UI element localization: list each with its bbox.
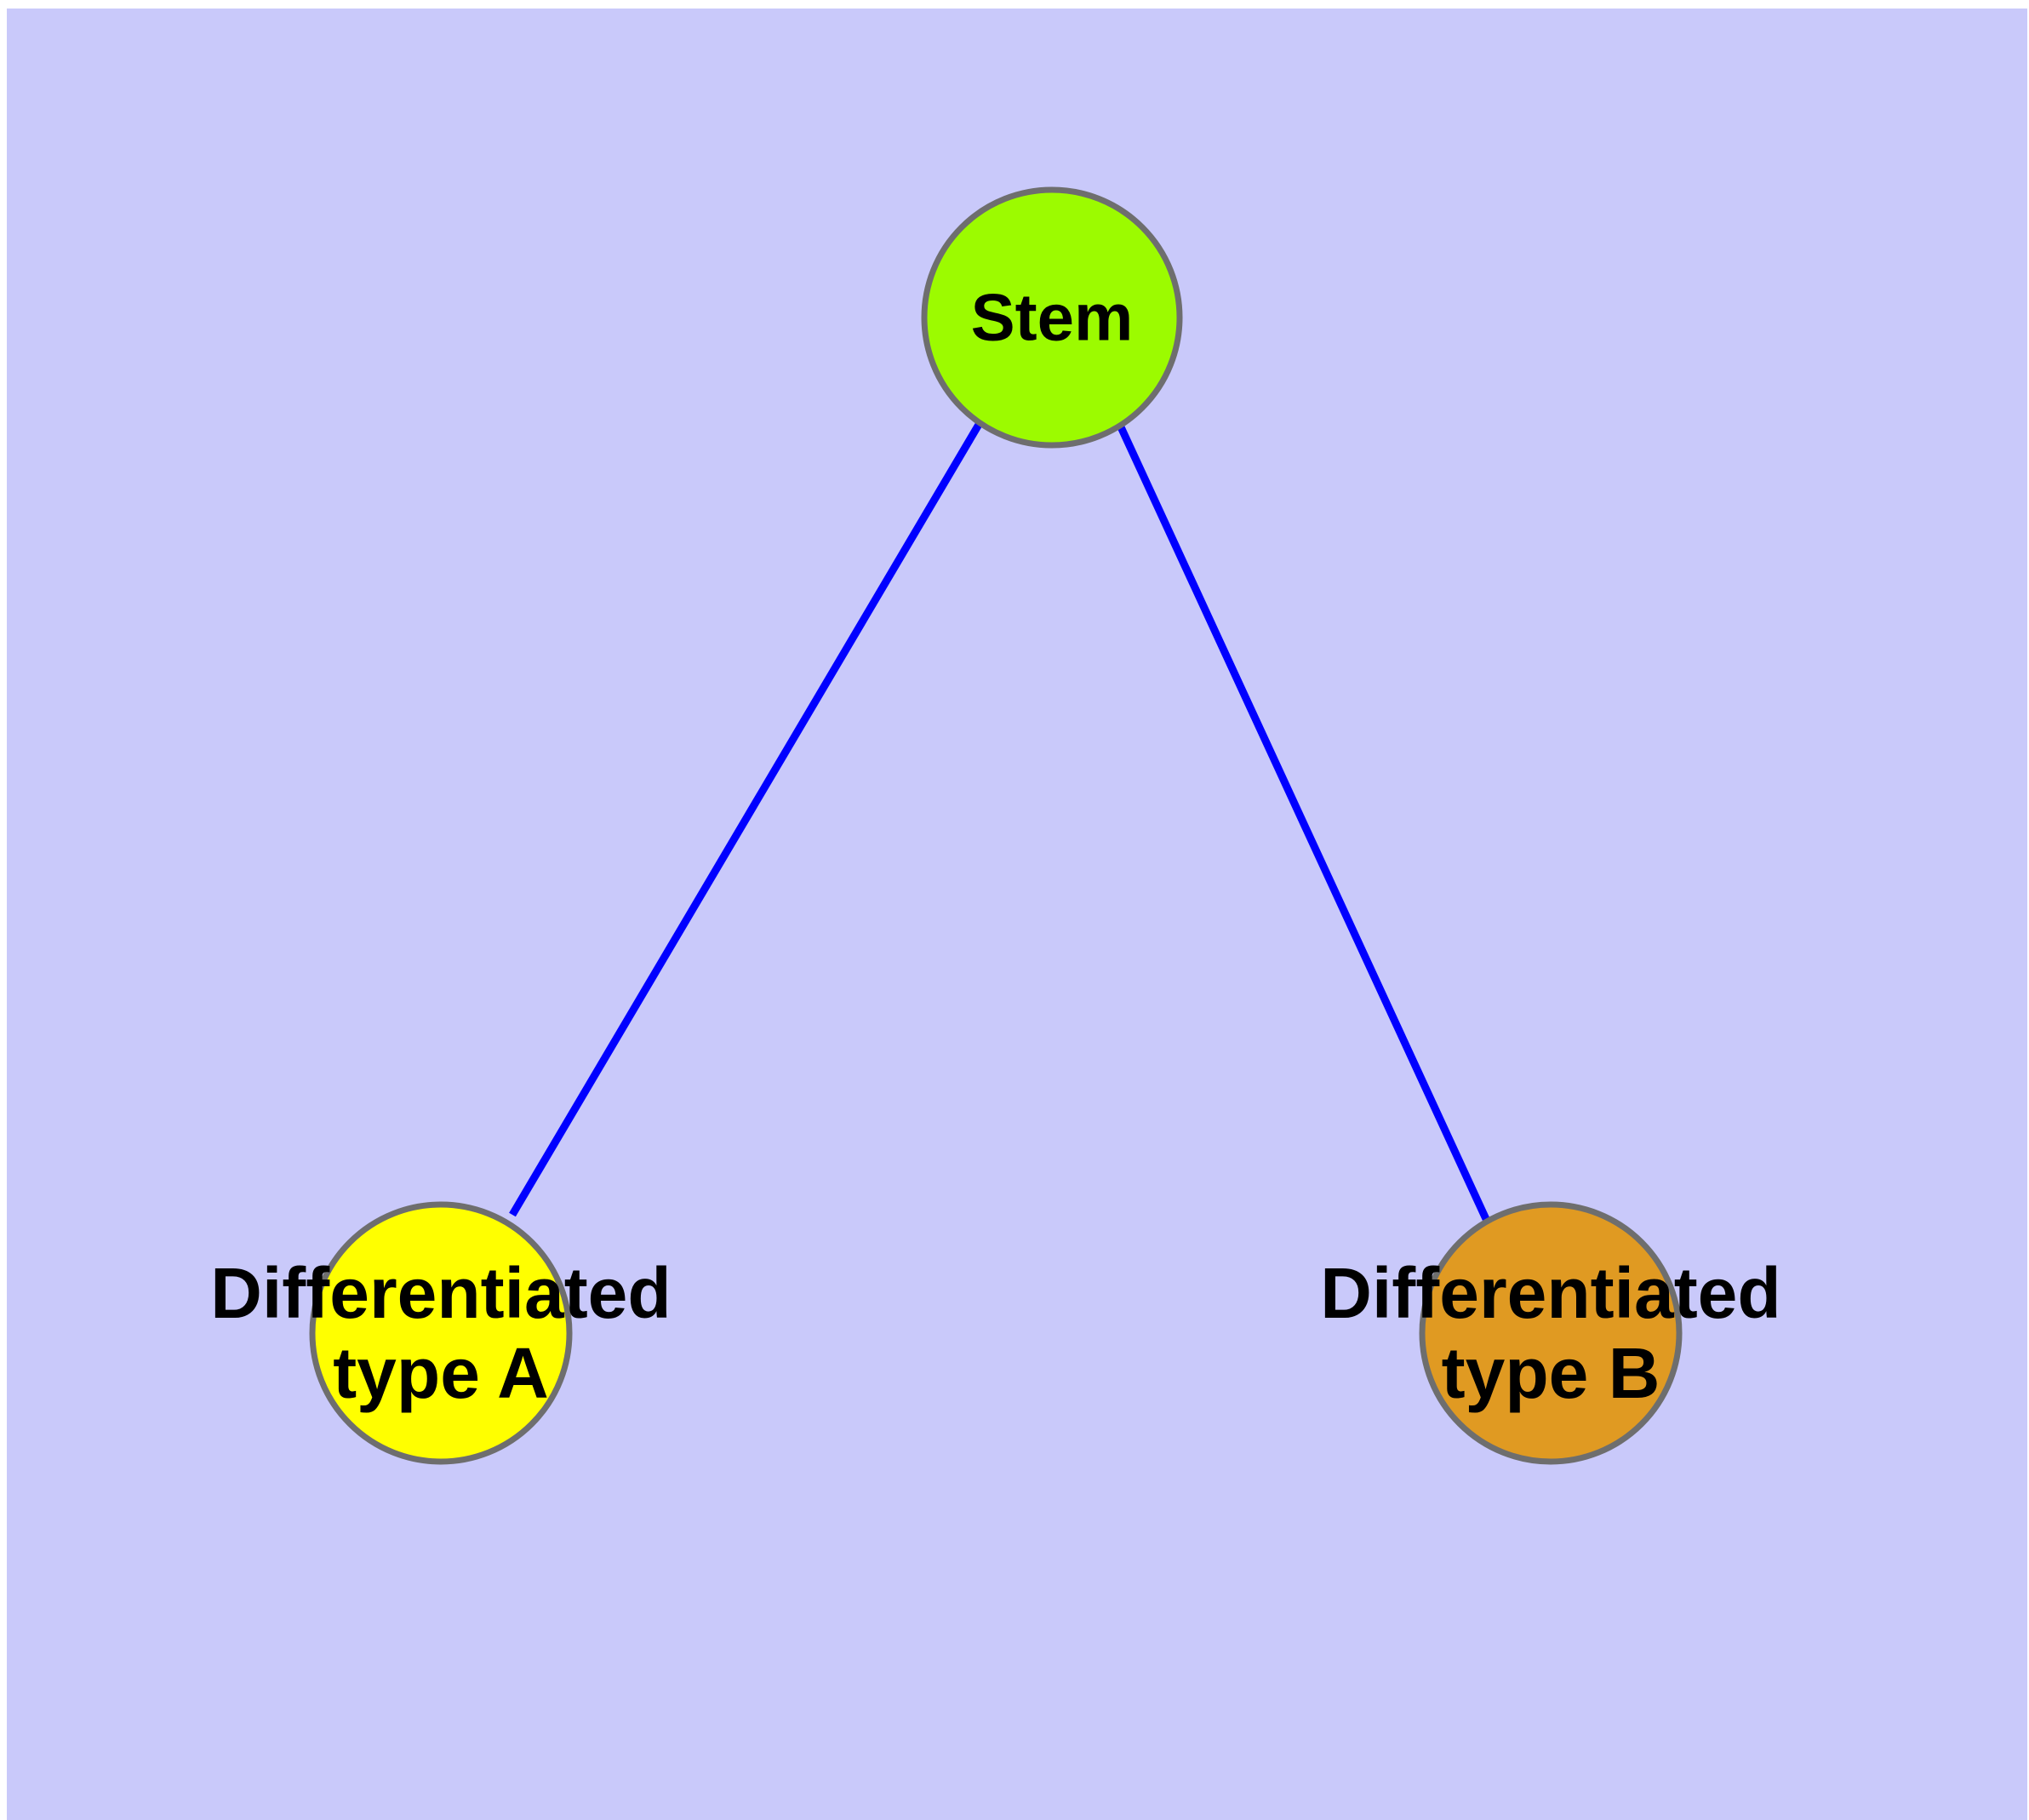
- edge-stem-to-diff-b: [1113, 418, 1490, 1221]
- node-circle-stem[interactable]: [921, 186, 1183, 449]
- node-circle-diff-a[interactable]: [309, 1201, 573, 1465]
- edge-stem-to-diff-a: [509, 421, 983, 1217]
- node-circle-diff-b[interactable]: [1419, 1201, 1683, 1465]
